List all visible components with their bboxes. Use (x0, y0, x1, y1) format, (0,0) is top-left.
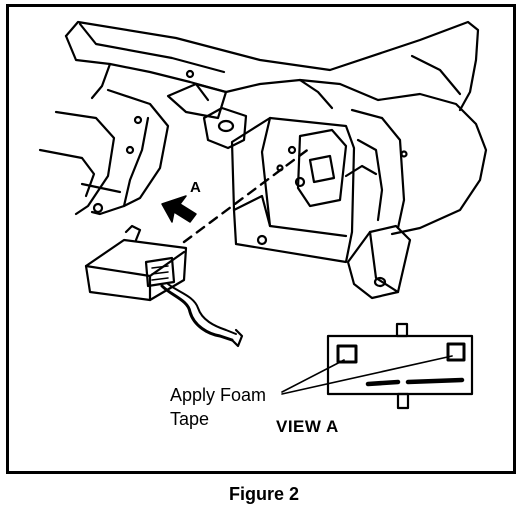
lower-tab (396, 392, 410, 410)
wiring-harness (160, 283, 244, 348)
figure-caption: Figure 2 (228, 484, 299, 504)
view-a-inset (326, 322, 474, 410)
slot-right (405, 377, 465, 385)
right-support (344, 108, 412, 300)
callout-leaders (281, 355, 453, 395)
receiver-box (230, 116, 356, 264)
callout-text-line1: Apply Foam (170, 385, 267, 405)
view-arrow-label: A (190, 179, 201, 196)
dashboard-crossmember (64, 20, 488, 236)
alignment-line (182, 146, 312, 244)
view-a-label: VIEW A (276, 417, 339, 436)
figure-frame (6, 4, 516, 474)
electronic-module (84, 224, 188, 302)
upper-tab (395, 322, 409, 338)
view-direction-arrow (161, 195, 197, 223)
callout-text-line2: Tape (170, 409, 210, 429)
foam-pad-right (446, 342, 466, 362)
slot-left (365, 379, 401, 387)
left-bracket (38, 69, 195, 216)
center-gusset (166, 82, 248, 150)
foam-pad-left (336, 344, 358, 364)
